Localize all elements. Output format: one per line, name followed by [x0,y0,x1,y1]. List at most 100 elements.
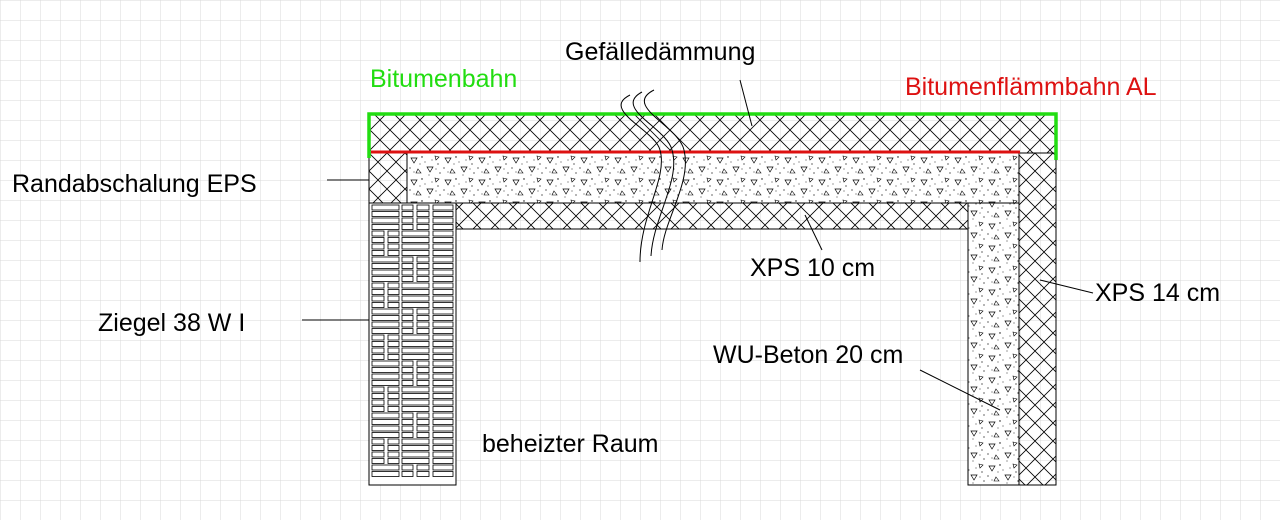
leader-wu-beton [919,369,1001,411]
brick [401,471,414,477]
brick [401,464,414,471]
leader-xps14 [1039,279,1094,294]
brick [416,425,430,432]
brick [432,341,454,347]
brick [371,367,400,373]
brick [401,269,414,276]
brick [432,354,454,360]
brick [416,360,430,367]
brick [371,230,385,237]
brick [387,341,400,347]
brick [416,380,430,386]
brick [401,419,414,425]
bitumenbahn-line [367,112,1058,160]
brick [387,399,400,406]
brick [371,321,400,328]
brick [371,406,385,412]
brick [371,237,385,243]
brick [401,406,430,412]
brick [432,250,454,256]
brick [416,263,430,269]
brick [371,334,385,341]
brick [387,438,400,445]
brick [387,458,400,464]
brick [401,458,430,464]
brick [387,445,400,451]
brick [416,412,430,419]
brick [401,276,414,282]
label-xps14: XPS 14 cm [1095,279,1220,307]
brick [401,341,430,347]
gefaelledaemmung-layer [368,112,1057,154]
brick [387,334,400,341]
randabschalung-block [368,152,408,204]
brick [416,432,430,438]
brick [387,237,400,243]
brick [401,445,430,451]
brick [432,425,454,432]
brick [387,451,400,458]
brick [371,308,400,315]
brick [401,243,430,250]
label-bitumenbahn: Bitumenbahn [370,65,517,93]
wu-beton-wall [967,202,1020,486]
brick [387,406,400,412]
brick [416,328,430,334]
xps14-layer [1018,152,1057,486]
brick [432,224,454,230]
ziegel-wall [368,202,457,486]
brick [432,237,454,243]
brick [401,289,430,295]
brick [371,419,400,425]
brick [401,393,430,399]
leader-xps10 [804,214,823,251]
brick [432,445,454,451]
brick [401,204,414,211]
brick [371,289,385,295]
brick [371,399,385,406]
brick [401,282,430,289]
brick [432,243,454,250]
brick [371,464,400,471]
brick [432,386,454,393]
brick [371,269,400,276]
label-randabschalung: Randabschalung EPS [12,170,257,198]
brick [416,315,430,321]
brick [371,458,385,464]
brick [371,302,385,308]
brick [432,347,454,354]
brick [401,360,414,367]
brick [401,230,430,237]
brick [416,471,430,477]
brick [371,295,385,302]
brick [416,419,430,425]
brick [371,276,400,282]
brick [432,360,454,367]
brick [401,302,430,308]
brick [401,250,430,256]
brick [401,380,414,386]
brick [416,269,430,276]
brick [401,295,430,302]
brick [371,393,385,399]
brick [416,224,430,230]
brick [387,393,400,399]
leader-gefaelle [739,79,753,127]
brick [387,295,400,302]
brick [416,367,430,373]
label-wu-beton: WU-Beton 20 cm [713,341,903,369]
brick [371,360,400,367]
brick [401,399,430,406]
brick [401,432,414,438]
brick [371,425,400,432]
brick [387,243,400,250]
brick [401,451,430,458]
brick [401,256,414,263]
brick [371,224,400,230]
brick [432,419,454,425]
brick [416,256,430,263]
brick [371,471,400,477]
brick [371,315,400,321]
brick [432,276,454,282]
brick [432,406,454,412]
